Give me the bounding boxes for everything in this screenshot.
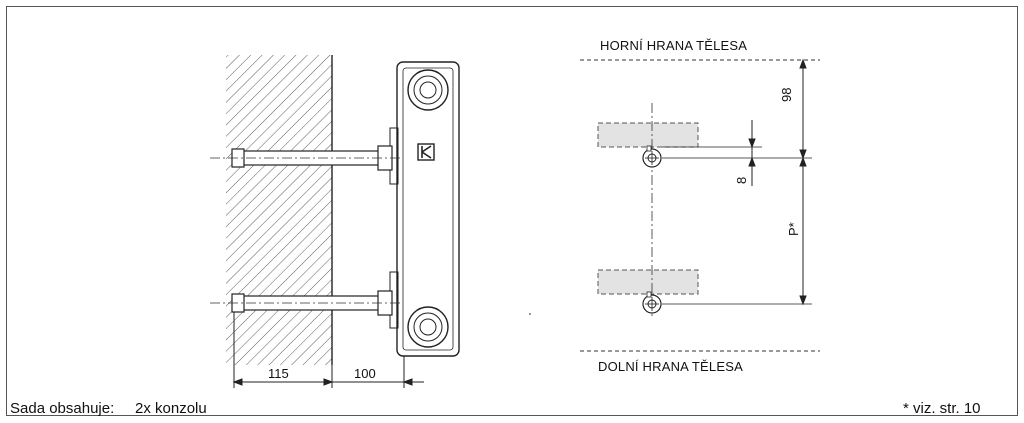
wall — [226, 55, 333, 365]
bolt-top — [642, 145, 662, 168]
dimension-wall-depth: 115 — [268, 366, 289, 381]
logo-icon — [417, 143, 435, 161]
bottom-edge-label: DOLNÍ HRANA TĚLESA — [598, 359, 743, 374]
drawing-frame — [6, 6, 1018, 416]
contents-value: 2x konzolu — [135, 400, 207, 417]
dimension-small-offset: 8 — [734, 176, 749, 184]
dimension-offset: 100 — [354, 366, 376, 381]
right-diagram — [529, 58, 820, 352]
page-note: * viz. str. 10 — [903, 400, 981, 417]
center-lines-left — [210, 157, 400, 304]
dimension-spacing: P* — [786, 222, 801, 236]
dimension-top-distance: 98 — [779, 87, 794, 102]
contents-label: Sada obsahuje: — [10, 400, 115, 417]
top-edge-label: HORNÍ HRANA TĚLESA — [600, 38, 748, 53]
bolt-bottom — [642, 291, 662, 314]
dimension-left — [232, 312, 424, 388]
radiator-body — [389, 61, 460, 357]
